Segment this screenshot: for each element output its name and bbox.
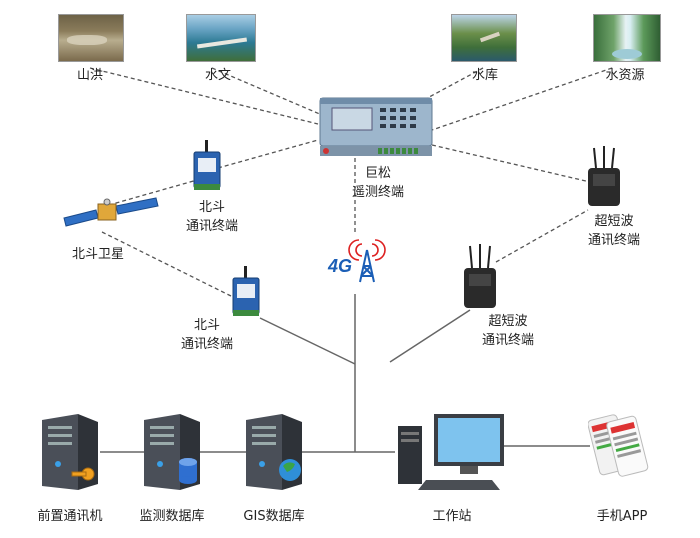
- front-server-label: 前置通讯机: [37, 509, 103, 524]
- hydrology-label: 水文: [204, 68, 232, 83]
- flood-photo: [58, 14, 124, 62]
- beidou-top-label-line1: 北斗: [198, 200, 226, 215]
- water-resource-label: 水资源: [605, 68, 645, 83]
- rtu-label-line2: 遥测终端: [351, 185, 405, 200]
- uhf-right-label-line2: 通讯终端: [587, 233, 641, 248]
- uhf-mid-label-line1: 超短波: [488, 314, 528, 329]
- beidou-bottom-label-line2: 通讯终端: [180, 337, 234, 352]
- flood-label: 山洪: [76, 68, 104, 83]
- tower-4g-label: 4G: [328, 256, 353, 276]
- water-resource-photo: [593, 14, 661, 62]
- uhf-right-label-line1: 超短波: [594, 214, 634, 229]
- beidou-bottom-label-line1: 北斗: [193, 318, 221, 333]
- uhf-mid-label: 超短波 通讯终端: [482, 314, 534, 349]
- satellite-icon: [63, 197, 159, 227]
- workstation-icon: [398, 414, 504, 490]
- rtu-label-line1: 巨松: [364, 166, 392, 181]
- beidou-terminal-top-icon: [193, 140, 221, 190]
- tower-4g: 4G: [326, 236, 386, 284]
- hydrology-photo: [186, 14, 256, 62]
- workstation-label: 工作站: [432, 509, 472, 524]
- front-server-icon: [42, 414, 98, 490]
- beidou-bottom-label: 北斗 通讯终端: [181, 318, 233, 353]
- uhf-right-label: 超短波 通讯终端: [588, 214, 640, 249]
- dashed-links: [89, 67, 613, 299]
- monitor-db-server-icon: [144, 414, 200, 490]
- gis-db-label: GIS数据库: [243, 509, 305, 524]
- satellite-label: 北斗卫星: [71, 247, 125, 262]
- tower-4g-icon: [348, 239, 386, 283]
- mobile-app-icon: [588, 414, 649, 477]
- beidou-top-label-line2: 通讯终端: [185, 219, 239, 234]
- uhf-terminal-mid-icon: [464, 244, 496, 308]
- rtu-label: 巨松 遥测终端: [352, 166, 404, 201]
- uhf-mid-label-line2: 通讯终端: [481, 333, 535, 348]
- gis-db-server-icon: [246, 414, 302, 490]
- beidou-terminal-bottom-icon: [232, 266, 260, 316]
- reservoir-photo: [451, 14, 517, 62]
- mobile-app-label: 手机APP: [596, 509, 648, 524]
- uhf-terminal-right-icon: [588, 146, 620, 206]
- reservoir-label: 水库: [471, 68, 499, 83]
- monitor-db-label: 监测数据库: [139, 509, 205, 524]
- rtu-device-icon: [319, 97, 433, 156]
- beidou-top-label: 北斗 通讯终端: [186, 200, 238, 235]
